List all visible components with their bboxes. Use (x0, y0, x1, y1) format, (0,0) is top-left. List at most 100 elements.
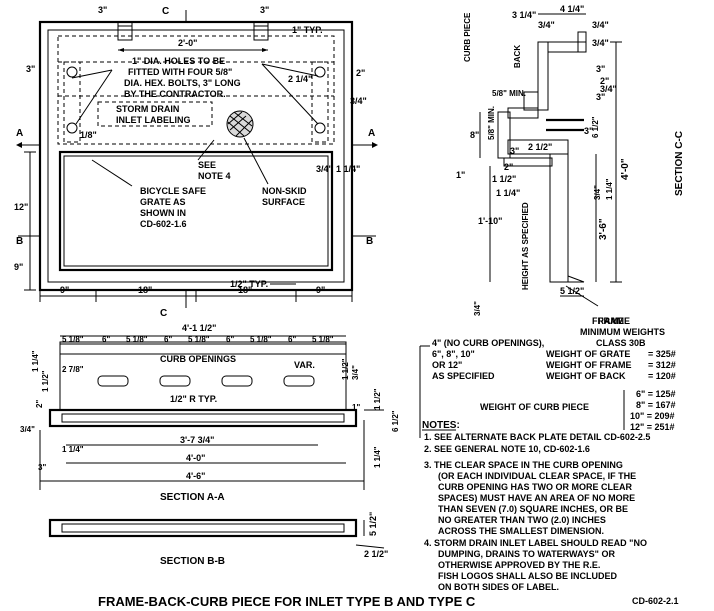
dim-c-2: 2" (600, 76, 609, 86)
curb-height-1: 4" (NO CURB OPENINGS), (432, 338, 544, 348)
section-mark-a-left: A (16, 128, 23, 139)
note-4-line-5: ON BOTH SIDES OF LABEL. (438, 582, 559, 592)
dim-c-5-8-min-a: 5/8" MIN. (492, 89, 526, 98)
section-mark-c-top: C (162, 6, 169, 17)
dim-c-3-4-c: 3/4" (592, 38, 609, 48)
dim-2-1-4: 2 1/4" (288, 74, 312, 84)
dim-c-4-0: 4'-0" (620, 158, 631, 180)
dim-c-1-10: 1'-10" (478, 216, 502, 226)
dim-a-2: 2" (35, 400, 44, 408)
weights-block: 4" (NO CURB OPENINGS), 6", 8", 10" OR 12… (419, 316, 676, 438)
dim-c-1: 1" (456, 170, 465, 180)
label-height-as-specified: HEIGHT AS SPECIFIED (521, 202, 530, 290)
weight-grate-value: = 325# (648, 349, 676, 359)
dim-a-open-7: 5 1/8" (250, 335, 272, 344)
dim-c-1-1-2: 1 1/2" (492, 174, 516, 184)
dim-a-open-4: 6" (164, 335, 172, 344)
section-c-text: CURB PIECE BACK HEIGHT AS SPECIFIED SECT… (456, 4, 685, 326)
bolt-note-1: 1" DIA. HOLES TO BE (132, 56, 225, 66)
see-note-2: NOTE 4 (198, 171, 231, 181)
note-4-line-2: DUMPING, DRAINS TO WATERWAYS" OR (438, 549, 615, 559)
note-4-line-4: FISH LOGOS SHALL ALSO BE INCLUDED (438, 571, 618, 581)
var-label: VAR. (294, 360, 315, 370)
dim-c-5-8-min-b: 5/8" MIN. (487, 106, 496, 140)
frame-header-1: FRAME (592, 316, 624, 326)
dim-a-6-1-2: 6 1/2" (391, 410, 400, 432)
dim-a-open-8: 6" (288, 335, 296, 344)
weight-back-label: WEIGHT OF BACK (546, 371, 626, 381)
note-3-line-6: NO GREATER THAN TWO (2.0) INCHES (438, 515, 606, 525)
dim-c-1-1-4: 1 1/4" (496, 188, 520, 198)
nonskid-2: SURFACE (262, 197, 305, 207)
dim-left-3: 3" (26, 64, 35, 74)
dim-a-4-0: 4'-0" (186, 453, 205, 463)
dim-b-2-1-2: 2 1/2" (364, 549, 388, 559)
dim-c-3-4-d: 3/4" (600, 84, 617, 94)
grate-note-1: BICYCLE SAFE (140, 186, 206, 196)
dim-a-open-6: 6" (226, 335, 234, 344)
frame-header-2: MINIMUM WEIGHTS (580, 327, 665, 337)
curb-weight-10: 10" = 209# (630, 411, 675, 421)
note-4-line-1: 4. STORM DRAIN INLET LABEL SHOULD READ "… (424, 538, 647, 548)
bolt-note-4: BY THE CONTRACTOR. (124, 89, 226, 99)
note-1: 1. SEE ALTERNATE BACK PLATE DETAIL CD-60… (424, 432, 650, 442)
grate-note-2: GRATE AS (140, 197, 186, 207)
dim-a-1-1-4: 1 1/4" (31, 350, 40, 372)
curb-weight-12: 12" = 251# (630, 422, 675, 432)
label-note-1: STORM DRAIN (116, 104, 179, 114)
dim-c-3-4-a: 3/4" (538, 20, 555, 30)
dim-side-3-4: 3/4" (316, 164, 333, 174)
section-mark-c-bottom: C (160, 308, 167, 319)
dim-top-right: 3" (260, 5, 269, 15)
see-note-1: SEE (198, 160, 216, 170)
dim-a-1-1-2-r: 1 1/2" (341, 358, 350, 380)
dim-c-5-1-2: 5 1/2" (560, 286, 584, 296)
dim-a-open-5: 5 1/8" (188, 335, 210, 344)
dim-c-3-4-b: 3/4" (592, 20, 609, 30)
section-b-title: SECTION B-B (160, 556, 225, 567)
dim-left-12: 12" (14, 202, 28, 212)
dim-2: 2" (356, 68, 365, 78)
dim-bottom-18-left: 18" (138, 285, 152, 295)
dim-a-3-4-r: 3/4" (351, 365, 360, 380)
section-a-text: 4'-1 1/2" 5 1/8" 6" 5 1/8" 6" 5 1/8" 6" … (20, 323, 400, 503)
curb-weight-6: 6" = 125# (636, 389, 676, 399)
dim-a-1-1-4-r: 1 1/4" (373, 446, 382, 468)
weight-grate-label: WEIGHT OF GRATE (546, 349, 630, 359)
label-frame: FRAME (598, 316, 630, 326)
dim-a-open-1: 5 1/8" (62, 335, 84, 344)
section-c-view (479, 13, 622, 307)
section-b-view (48, 518, 385, 549)
dim-left-9: 9" (14, 262, 23, 272)
note-3-line-5: THAN SEVEN (7.0) SQUARE INCHES, OR BE (438, 504, 628, 514)
curb-height-3: OR 12" (432, 360, 462, 370)
dim-a-4-6: 4'-6" (186, 471, 205, 481)
curb-height-2: 6", 8", 10" (432, 349, 475, 359)
section-a-view (39, 335, 384, 490)
weight-back-value: = 120# (648, 371, 676, 381)
dim-top-left: 3" (98, 5, 107, 15)
dim-a-overall: 4'-1 1/2" (182, 323, 216, 333)
frame-header-3: CLASS 30B (596, 338, 646, 348)
dim-c-3-d: 3" (510, 146, 519, 156)
sheet-code: CD-602-2.1 (632, 596, 679, 606)
section-a-title: SECTION A-A (160, 492, 225, 503)
plan-view (16, 10, 378, 308)
bolt-note-2: FITTED WITH FOUR 5/8" (128, 67, 232, 77)
dim-bottom-18-right: 18" (238, 285, 252, 295)
section-mark-b-right: B (366, 236, 373, 247)
dim-a-open-3: 5 1/8" (126, 335, 148, 344)
label-back: BACK (513, 45, 522, 68)
dim-c-2-b: 2" (504, 162, 513, 172)
section-c-title: SECTION C-C (674, 131, 685, 196)
section-b-text: 5 1/2" 2 1/2" SECTION B-B (160, 512, 388, 567)
dim-c-4-1-4: 4 1/4" (560, 4, 584, 14)
dim-one-eighth: 1/8" (80, 130, 97, 140)
dim-side-1-1-4: 1 1/4" (336, 164, 360, 174)
dim-a-2-7-8: 2 7/8" (62, 365, 84, 374)
dim-b-5-1-2: 5 1/2" (368, 512, 378, 536)
notes-block: NOTES: 1. SEE ALTERNATE BACK PLATE DETAI… (422, 420, 650, 592)
note-3-line-1: 3. THE CLEAR SPACE IN THE CURB OPENING (424, 460, 623, 470)
grate-note-4: CD-602-1.6 (140, 219, 187, 229)
